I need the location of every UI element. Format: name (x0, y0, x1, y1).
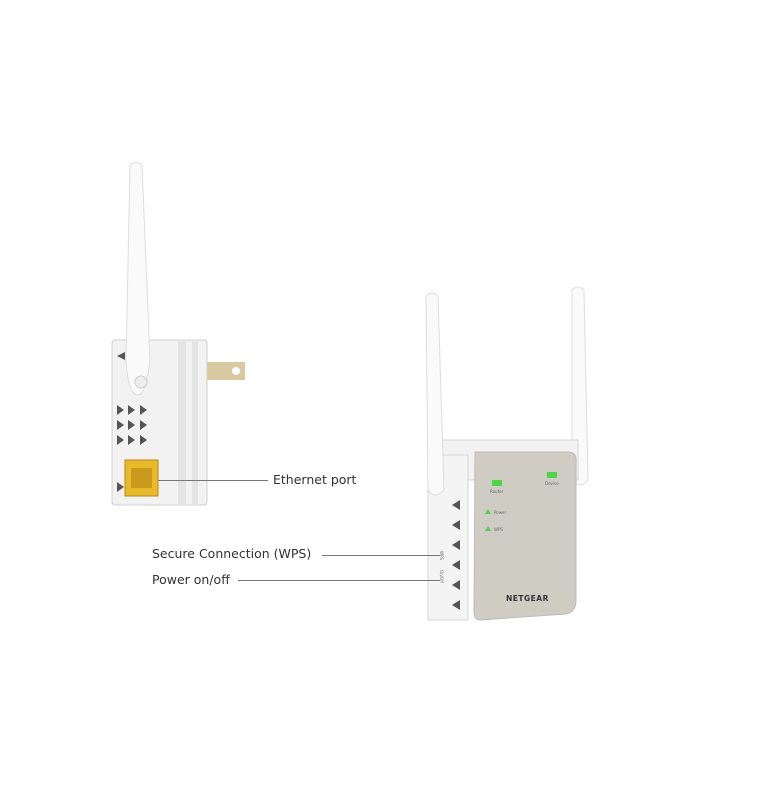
led-device-label: Device (545, 481, 559, 486)
side-power-label: On/Off (439, 570, 444, 583)
power-leader-line (238, 580, 440, 581)
led-wps-label: WPS (494, 527, 503, 532)
extender-front-view: Router Device Power WPS NETGEAR WPS On/O… (425, 286, 589, 621)
led-power-label: Power (494, 510, 506, 515)
led-device (547, 472, 557, 478)
wps-leader-line (322, 555, 440, 556)
wps-label: Secure Connection (WPS) (152, 546, 312, 561)
extender-side-view (111, 162, 245, 506)
side-wps-label: WPS (439, 551, 444, 560)
power-plug-prong (205, 362, 245, 380)
power-label: Power on/off (152, 572, 230, 587)
led-power (485, 509, 491, 514)
antenna-left (425, 292, 445, 496)
brand-logo: NETGEAR (506, 594, 549, 603)
ethernet-port-label: Ethernet port (273, 472, 357, 487)
led-router-label: Router (490, 489, 504, 494)
led-router (492, 480, 502, 486)
led-wps (485, 526, 491, 531)
ethernet-leader-line (158, 480, 268, 481)
antenna (125, 162, 151, 396)
